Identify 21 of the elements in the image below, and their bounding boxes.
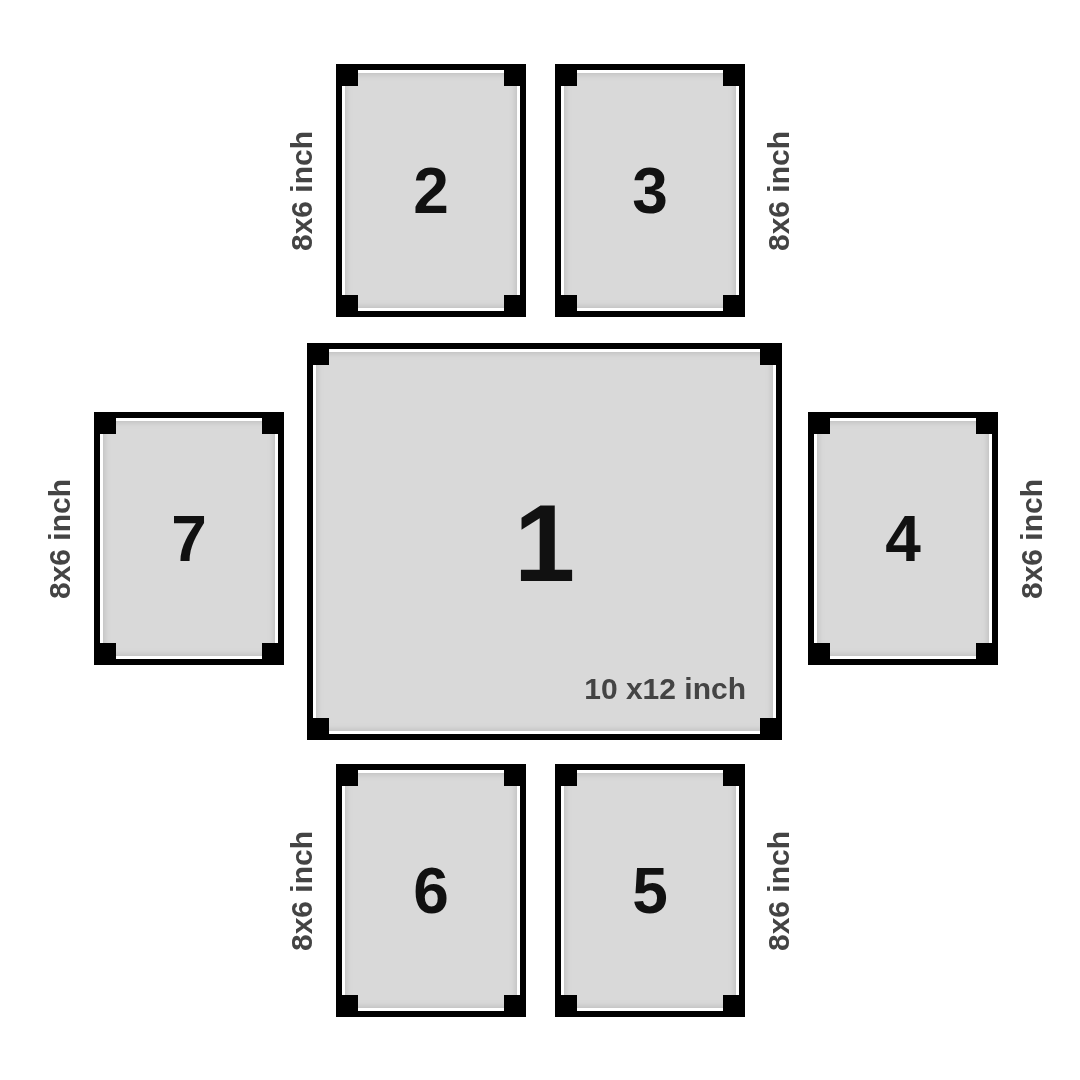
picture-frame — [336, 764, 526, 1017]
frame-number: 1 — [512, 479, 577, 605]
size-label: 10 x12 inch — [584, 672, 746, 706]
picture-frame — [555, 764, 745, 1017]
picture-frame — [307, 343, 782, 740]
frame-number: 6 — [412, 853, 450, 928]
size-label: 8x6 inch — [762, 130, 796, 251]
frame-number: 3 — [631, 153, 669, 228]
size-label: 8x6 inch — [1015, 478, 1049, 599]
picture-frame — [808, 412, 998, 665]
size-label: 8x6 inch — [762, 830, 796, 951]
size-label: 8x6 inch — [285, 130, 319, 251]
frame-number: 2 — [412, 153, 450, 228]
frame-number: 5 — [631, 853, 669, 928]
picture-frame — [336, 64, 526, 317]
frame-number: 7 — [170, 501, 208, 576]
size-label: 8x6 inch — [285, 830, 319, 951]
size-label: 8x6 inch — [43, 478, 77, 599]
frame-number: 4 — [884, 501, 922, 576]
picture-frame — [555, 64, 745, 317]
picture-frame — [94, 412, 284, 665]
